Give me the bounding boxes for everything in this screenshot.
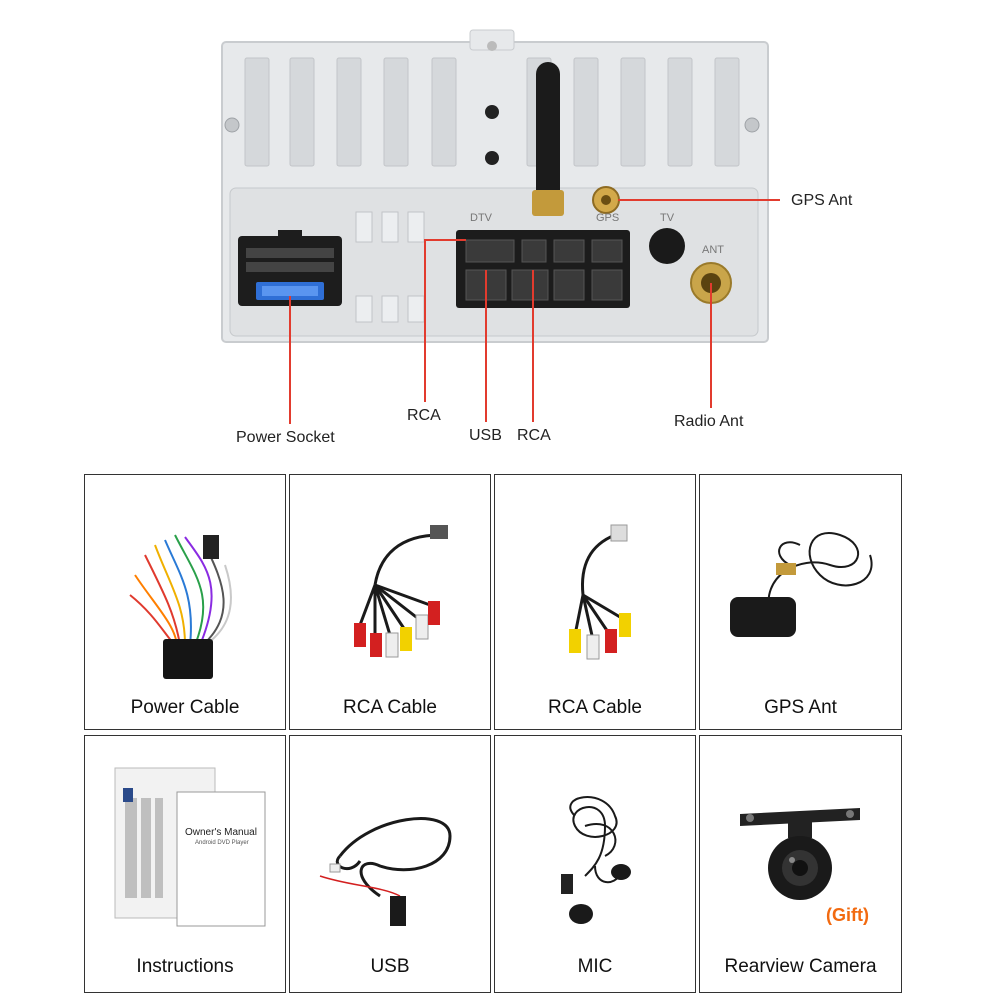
tile-gps-ant: GPS Ant	[699, 474, 902, 730]
tv-port-label: TV	[660, 212, 675, 224]
accessory-label: GPS Ant	[764, 697, 837, 718]
callout-usb: USB	[469, 427, 502, 444]
tile-power-cable: Power Cable	[84, 474, 286, 730]
camera-icon	[740, 808, 860, 900]
manual-subtitle: Android DVD Player	[195, 840, 249, 846]
tile-usb: USB	[289, 735, 491, 993]
tile-rca-cable-small: RCA Cable	[494, 474, 696, 730]
accessory-label: RCA Cable	[343, 697, 437, 718]
gift-badge: (Gift)	[826, 905, 869, 925]
rca-cable-small-icon	[569, 524, 631, 660]
tile-rca-cable: RCA Cable	[289, 474, 491, 730]
manual-icon	[114, 767, 266, 927]
callout-rca-right: RCA	[517, 427, 551, 444]
callout-gps-ant: GPS Ant	[791, 192, 853, 209]
microphone-icon	[561, 796, 631, 924]
usb-cable-icon	[319, 817, 452, 926]
rca-cable-icon	[354, 525, 448, 658]
tile-rearview-camera: (Gift) Rearview Camera	[699, 735, 902, 993]
callout-radio-ant: Radio Ant	[674, 413, 744, 430]
dtv-port-label: DTV	[470, 212, 492, 224]
gps-port-label: GPS	[596, 212, 620, 224]
accessory-label: RCA Cable	[548, 697, 642, 718]
ant-port-label: ANT	[702, 244, 724, 256]
manual-title: Owner's Manual	[185, 827, 257, 838]
callout-power-socket: Power Socket	[236, 429, 335, 446]
tile-instructions: Owner's Manual Android DVD Player Instru…	[84, 735, 286, 993]
accessory-label: USB	[370, 956, 410, 977]
power-cable-icon	[129, 534, 232, 679]
tile-mic: MIC	[494, 735, 696, 993]
accessory-label: MIC	[577, 956, 613, 977]
accessory-label: Instructions	[136, 956, 234, 977]
gps-antenna-icon	[730, 532, 873, 637]
accessory-label: Power Cable	[130, 697, 240, 718]
callout-rca-left: RCA	[407, 407, 441, 424]
head-unit-back-panel: DTV GPS TV ANT GPS Ant RCA Power Socket …	[0, 0, 1000, 460]
accessory-label: Rearview Camera	[724, 956, 877, 977]
